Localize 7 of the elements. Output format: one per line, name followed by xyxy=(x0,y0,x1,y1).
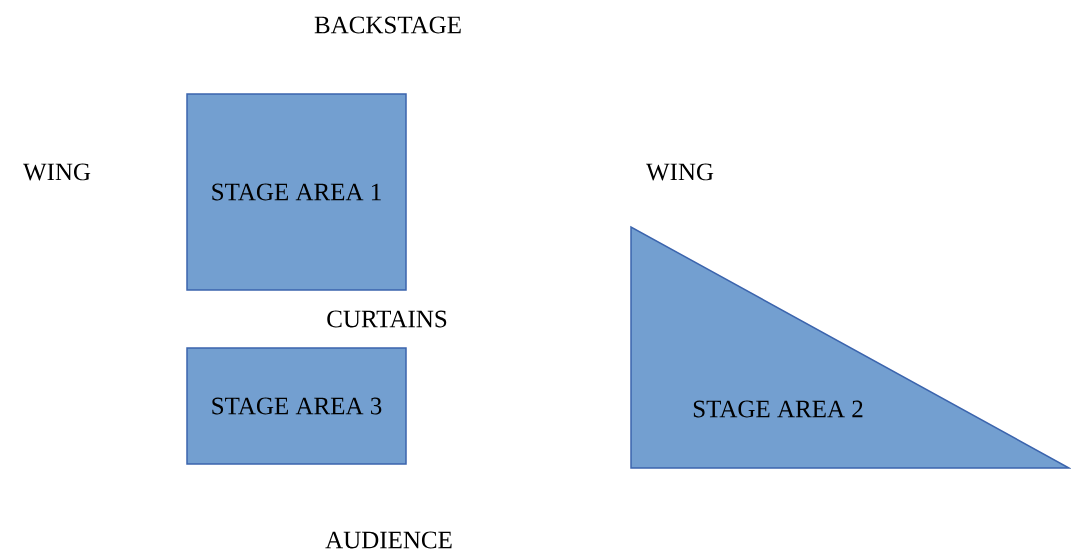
area-label: CURTAINS xyxy=(327,310,447,328)
stage-area-box: STAGE AREA 1 xyxy=(186,93,407,291)
area-label: BACKSTAGE xyxy=(314,16,461,34)
area-label: AUDIENCE xyxy=(325,531,452,549)
area-label: WING xyxy=(23,163,91,181)
stage-area-box: STAGE AREA 3 xyxy=(186,347,407,465)
area-label: WING xyxy=(646,163,714,181)
